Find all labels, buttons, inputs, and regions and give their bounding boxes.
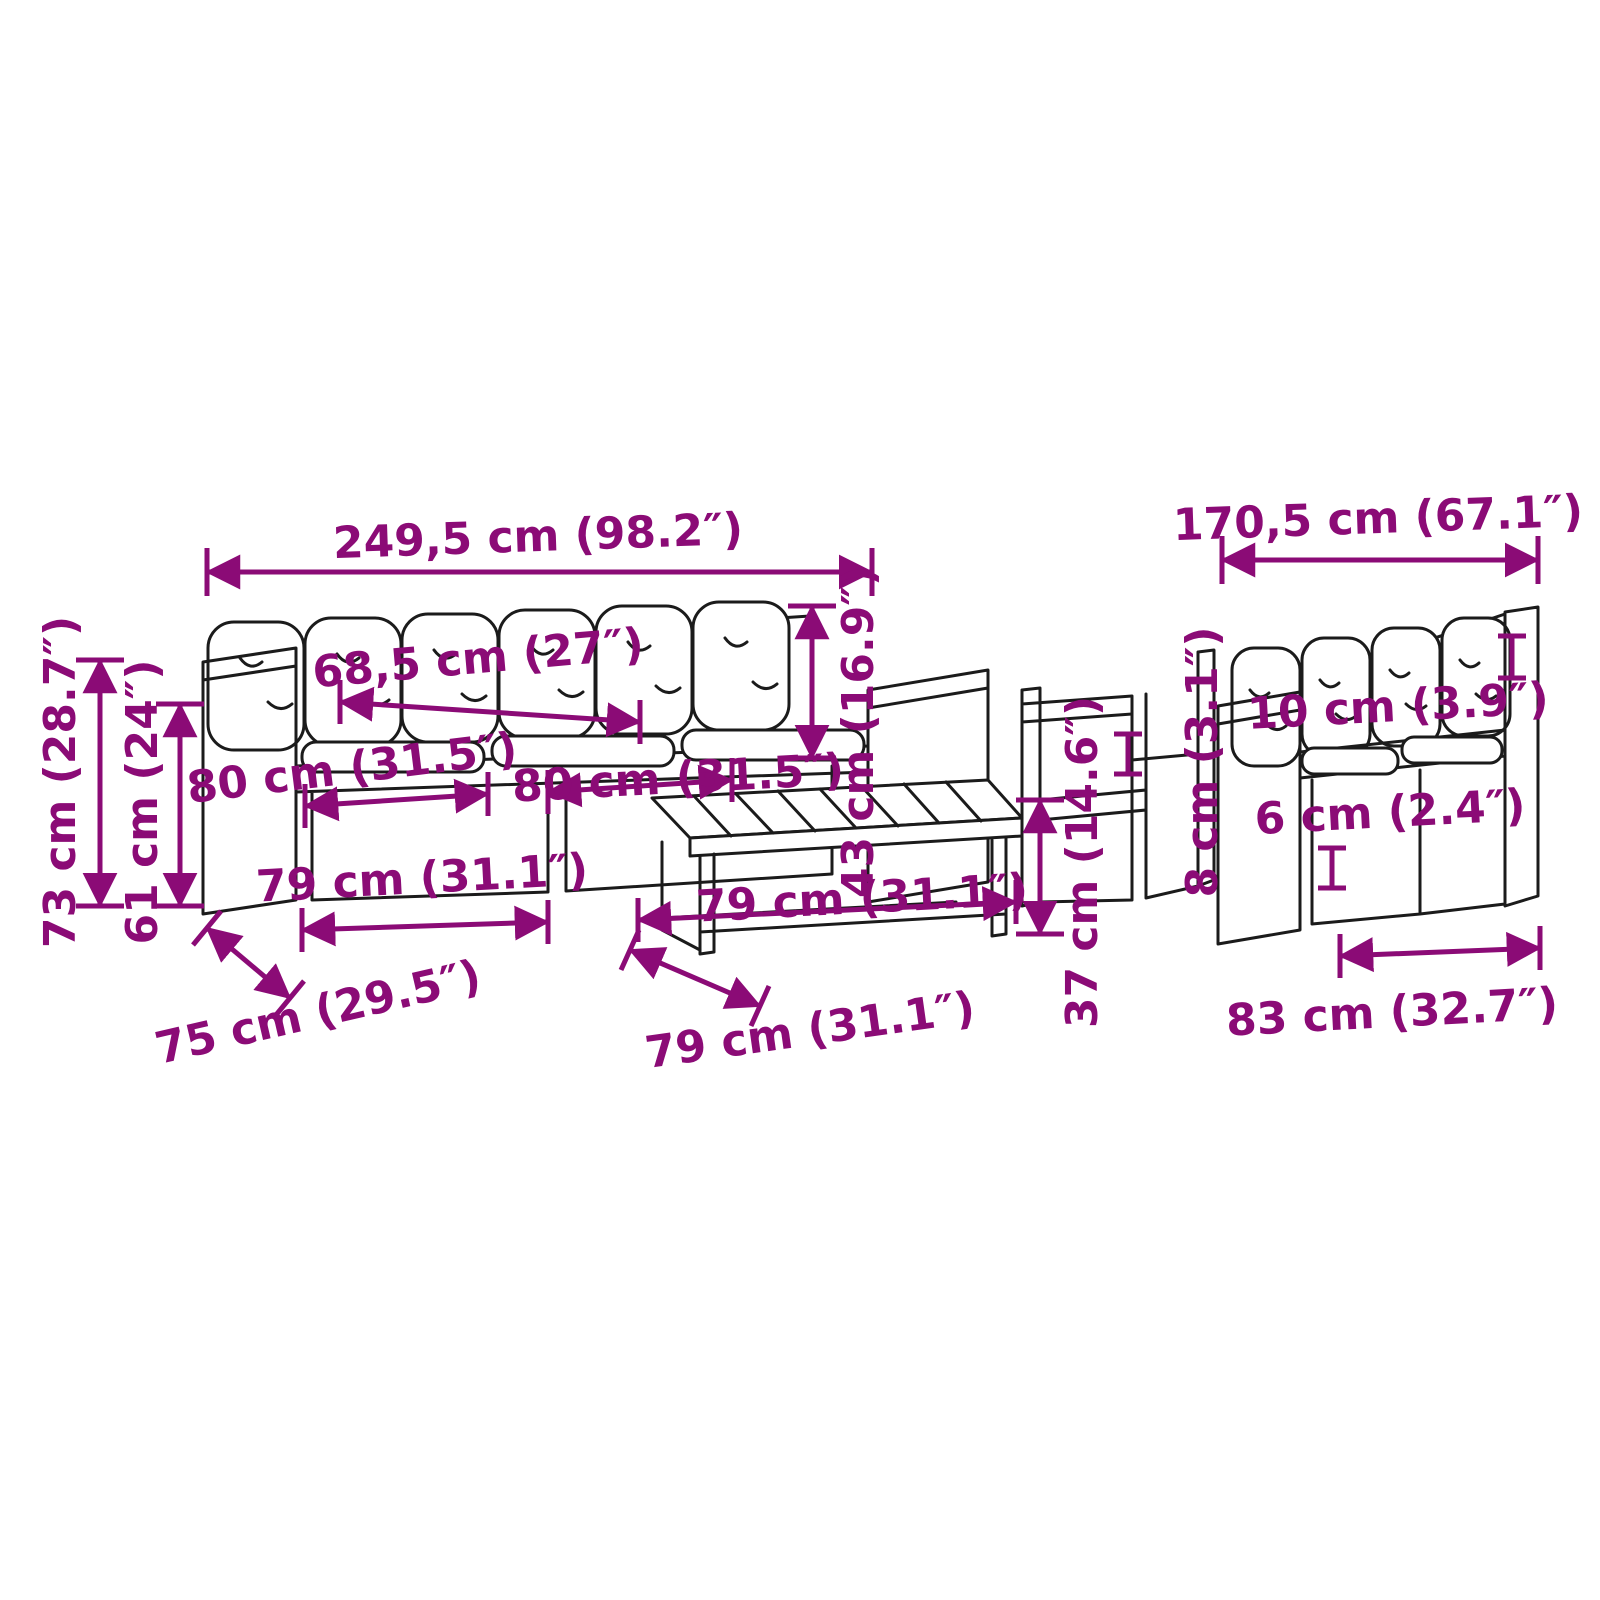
dimension-tick xyxy=(274,979,306,1017)
dimension-chair-width: 83 cm (32.7″) xyxy=(1225,926,1559,1047)
dimension-tick xyxy=(748,984,772,1028)
cushion-tuft-marks xyxy=(1248,658,1498,731)
dimension-base-depth: 75 cm (29.5″) xyxy=(151,909,486,1075)
dimension-arm-height: 61 cm (24″) xyxy=(117,660,204,945)
dimension-sofa2-width: 170,5 cm (67.1″) xyxy=(1172,486,1584,584)
seat-cushion xyxy=(1300,746,1400,776)
dimension-line xyxy=(300,905,550,947)
seat-cushion xyxy=(300,740,486,774)
dimension-line xyxy=(546,764,734,808)
dimension-table-depth: 79 cm (31.1″) xyxy=(618,928,978,1079)
dimension-line xyxy=(205,926,292,1000)
dimension-back-height: 43 cm (16.9″) xyxy=(788,566,884,898)
dimension-line xyxy=(303,778,490,822)
thickness-bracket-icon xyxy=(1318,845,1346,891)
sofa2-frame xyxy=(1216,605,1540,946)
dimension-line xyxy=(338,686,642,738)
dimension-sofa-seat-depth: 79 cm (31.1″) xyxy=(255,844,589,952)
back-cushion xyxy=(206,620,306,752)
dimensions: 249,5 cm (98.2″) 170,5 cm (67.1″) 73 cm … xyxy=(35,486,1584,1079)
dimension-gap-height: 8 cm (3.1″) xyxy=(1114,626,1228,898)
dimension-sofa3-width: 249,5 cm (98.2″) xyxy=(204,504,875,596)
table-slats xyxy=(692,780,983,838)
dimension-label: 8 cm (3.1″) xyxy=(1177,626,1228,897)
thickness-bracket-icon xyxy=(1114,731,1142,777)
dimension-line xyxy=(628,947,762,1009)
dimension-label: 249,5 cm (98.2″) xyxy=(332,504,744,569)
dimension-total-height: 73 cm (28.7″) xyxy=(35,616,124,948)
sofa-2-seater-drawing xyxy=(1216,605,1540,946)
dimension-label: 83 cm (32.7″) xyxy=(1225,978,1559,1046)
sofa3-frame xyxy=(201,646,990,916)
thickness-bracket-icon xyxy=(1498,633,1526,681)
dimension-label: 170,5 cm (67.1″) xyxy=(1172,486,1584,551)
dimension-seat-cushion-thickness: 6 cm (2.4″) xyxy=(1253,780,1527,891)
dimension-label: 79 cm (31.1″) xyxy=(642,982,978,1079)
dimension-line xyxy=(636,886,1018,936)
dimension-tick xyxy=(618,928,642,972)
dimension-table-height: 37 cm (14.6″) xyxy=(1016,696,1108,1028)
dimension-label: 43 cm (16.9″) xyxy=(833,566,884,898)
dimension-tick xyxy=(191,909,223,947)
dimension-label: 37 cm (14.6″) xyxy=(1057,696,1108,1028)
dimension-label: 75 cm (29.5″) xyxy=(151,950,486,1074)
dimension-line xyxy=(1338,931,1542,973)
dimension-label: 79 cm (31.1″) xyxy=(255,844,589,912)
dimension-label: 61 cm (24″) xyxy=(117,660,168,945)
dimension-label: 6 cm (2.4″) xyxy=(1253,780,1526,845)
seat-cushion xyxy=(1400,735,1504,765)
back-cushion xyxy=(691,600,791,732)
dimension-label: 73 cm (28.7″) xyxy=(35,616,86,948)
